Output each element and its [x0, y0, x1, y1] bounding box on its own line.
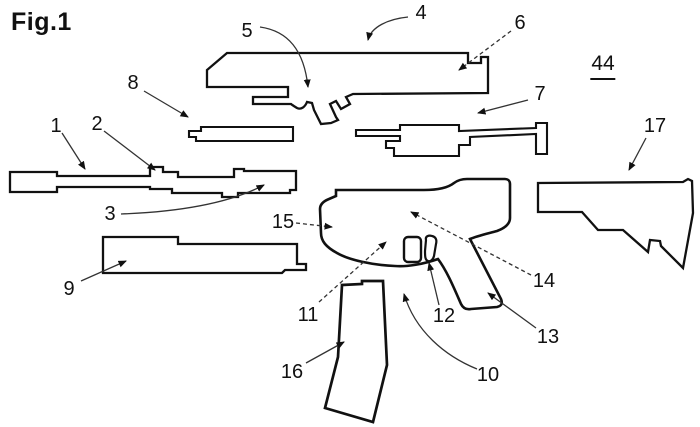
leader-10: [402, 293, 478, 370]
leader-17: [628, 137, 647, 171]
leader-8: [143, 90, 189, 118]
handguard-shape: [101, 235, 308, 275]
trigger-guard-shape: [402, 235, 423, 264]
magazine-shape: [323, 279, 389, 424]
leader-15: [295, 222, 333, 230]
part-label-13: 13: [536, 326, 560, 348]
part-label-2: 2: [91, 113, 103, 135]
part-label-17: 17: [643, 115, 667, 137]
leader-12: [427, 262, 440, 306]
part-label-11: 11: [297, 304, 319, 326]
part-label-15: 15: [271, 211, 295, 233]
part-label-14: 14: [532, 270, 556, 292]
part-label-16: 16: [280, 361, 304, 383]
leader-11: [318, 241, 387, 303]
leader-4: [366, 16, 409, 41]
part-label-12: 12: [432, 305, 456, 327]
part-label-8: 8: [127, 72, 139, 94]
barrel-assembly-shape: [8, 165, 298, 199]
leader-2: [103, 130, 156, 171]
upper-receiver-shape: [205, 51, 490, 126]
part-label-6: 6: [514, 12, 526, 34]
leader-14: [410, 211, 532, 276]
part-label-5: 5: [241, 20, 253, 42]
trigger-shape: [423, 234, 438, 263]
leader-3: [120, 184, 265, 215]
part-label-10: 10: [476, 364, 500, 386]
leader-13: [487, 292, 537, 329]
part-label-3: 3: [104, 203, 116, 225]
leader-5: [259, 26, 311, 88]
leader-9: [80, 260, 127, 282]
part-label-4: 4: [415, 2, 427, 24]
buttstock-shape: [536, 177, 695, 271]
leader-1: [61, 132, 86, 170]
part-label-7: 7: [534, 83, 546, 105]
part-label-9: 9: [63, 278, 75, 300]
leader-7: [477, 99, 529, 115]
part-label-1: 1: [50, 115, 62, 137]
lower-receiver-grip-shape: [318, 177, 512, 311]
assembly-reference-number: 44: [590, 52, 616, 80]
figure-title: Fig.1: [11, 8, 72, 36]
bolt-carrier-shape: [354, 121, 549, 158]
gas-tube-shape: [187, 125, 295, 143]
leader-6: [458, 30, 512, 71]
leader-16: [305, 341, 345, 364]
